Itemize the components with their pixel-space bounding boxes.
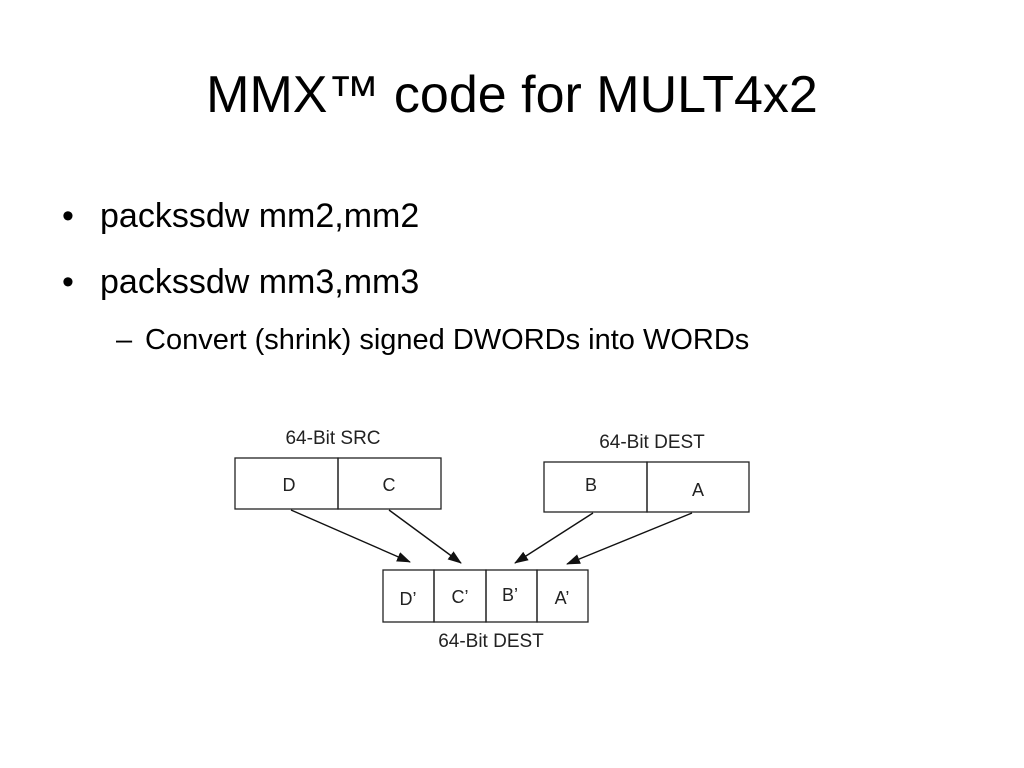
dest-register-label-bottom: 64-Bit DEST [438, 631, 544, 652]
slide-title: MMX™ code for MULT4x2 [206, 66, 818, 124]
arrow-d-to-d-prime [290, 509, 411, 563]
bullet-text: packssdw mm3,mm3 [100, 263, 420, 301]
bullet-mark: • [62, 263, 74, 301]
arrow-a-to-a-prime [566, 512, 693, 565]
arrow-b-to-b-prime [514, 512, 594, 564]
result-cell-a-prime-label: A’ [555, 588, 570, 608]
sub-bullet-item: –Convert (shrink) signed DWORDs into WOR… [116, 322, 749, 358]
dest-register-top: B A [543, 461, 750, 513]
arrow-c-to-c-prime [388, 509, 462, 564]
bullet-item-1: • packssdw mm2,mm2 [62, 196, 419, 236]
src-register-label: 64-Bit SRC [285, 428, 380, 449]
src-register: D C [234, 457, 442, 510]
result-register: D’ C’ B’ A’ [382, 569, 589, 623]
result-cell-b-prime-label: B’ [502, 585, 518, 605]
result-cell-c-prime-label: C’ [452, 587, 469, 607]
sub-bullet-mark: – [116, 324, 133, 356]
src-cell-c [337, 457, 442, 510]
src-cell-d-label: D [283, 475, 296, 495]
result-cell-a-prime [536, 569, 589, 623]
bullet-mark: • [62, 197, 74, 235]
bullet-text: packssdw mm2,mm2 [100, 197, 420, 235]
dest-cell-a-label: A [692, 480, 704, 500]
sub-bullet-text: Convert (shrink) signed DWORDs into WORD… [145, 324, 750, 356]
bullet-item-2: • packssdw mm3,mm3 [62, 262, 419, 302]
dest-cell-b-label: B [585, 475, 597, 495]
dest-register-label-top: 64-Bit DEST [599, 432, 705, 453]
result-cell-d-prime-label: D’ [400, 589, 417, 609]
dest-cell-a [646, 461, 750, 513]
src-cell-c-label: C [383, 475, 396, 495]
